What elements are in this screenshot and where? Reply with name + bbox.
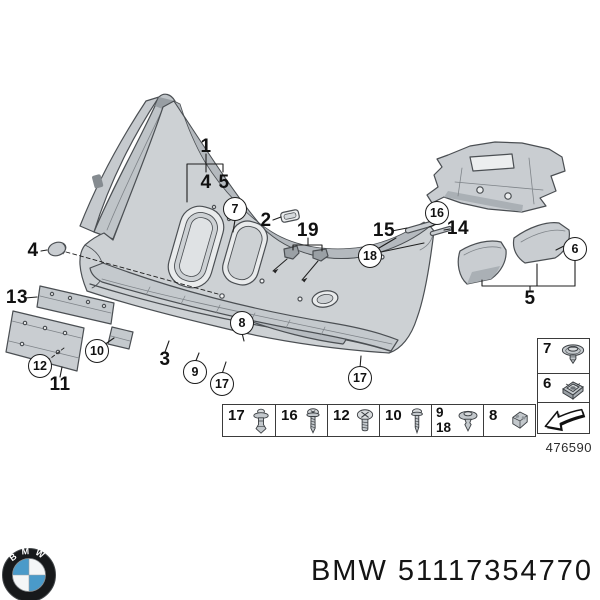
fastener-cell-12[interactable]: 12 [327, 405, 379, 436]
callout-8[interactable]: 8 [230, 311, 254, 335]
callout-18[interactable]: 18 [358, 244, 382, 268]
leader-lines [24, 153, 576, 378]
callout-13[interactable]: 13 [5, 287, 29, 308]
fastener-cell-8[interactable]: 8 [483, 405, 535, 436]
direction-arrow-cell[interactable] [537, 402, 590, 434]
lower-trim-strip [89, 262, 399, 352]
cage-nut-icon [562, 381, 584, 401]
expansion-rivet-icon [253, 408, 269, 434]
headlight-washer-cover [280, 209, 300, 223]
callout-10[interactable]: 10 [85, 339, 109, 363]
callout-15[interactable]: 15 [372, 220, 396, 241]
direction-arrow-icon [544, 408, 585, 432]
callout-4[interactable]: 4 [200, 172, 212, 193]
side-bracket-left [457, 240, 507, 285]
fastener-number: 16 [281, 407, 298, 424]
callout-12[interactable]: 12 [28, 354, 52, 378]
fastener-number: 17 [228, 407, 245, 424]
fastener-number: 6 [543, 374, 552, 392]
callout-17[interactable]: 17 [210, 372, 234, 396]
long-screw-icon [306, 407, 320, 434]
callout-6[interactable]: 6 [563, 237, 587, 261]
callout-9[interactable]: 9 [183, 360, 207, 384]
callout-14[interactable]: 14 [446, 218, 470, 239]
mounting-strips [404, 220, 453, 237]
callout-1[interactable]: 1 [200, 136, 212, 157]
fastener-legend-row: 17 16 12 [222, 404, 536, 437]
fastener-cell-10[interactable]: 10 [379, 405, 431, 436]
pan-head-screw-icon [356, 408, 374, 431]
callout-16[interactable]: 16 [425, 201, 449, 225]
fastener-number: 8 [489, 407, 498, 424]
part-number-text: 51117354770 [397, 555, 593, 587]
fastener-cell-17[interactable]: 17 [223, 405, 275, 436]
callout-19[interactable]: 19 [296, 220, 320, 241]
license-plate-brackets [5, 285, 134, 372]
bumper-exploded-drawing [5, 93, 576, 378]
fastener-number: 9 18 [436, 405, 452, 435]
clip-icon [512, 410, 528, 429]
kidney-grille-openings [167, 205, 268, 289]
callout-4[interactable]: 4 [27, 240, 39, 261]
callout-2[interactable]: 2 [260, 210, 272, 231]
tapping-screw-icon [411, 407, 423, 434]
brand-text: BMW [310, 555, 388, 587]
callout-5[interactable]: 5 [218, 172, 230, 193]
fastener-cell-9-18[interactable]: 9 18 [431, 405, 483, 436]
fastener-cell-6[interactable]: 6 [537, 372, 590, 404]
callout-17[interactable]: 17 [348, 366, 372, 390]
fastener-cell-16[interactable]: 16 [275, 405, 327, 436]
tow-hook-cover [47, 241, 67, 257]
fastener-side-column: 7 6 [537, 338, 590, 434]
callout-5[interactable]: 5 [524, 288, 536, 309]
push-rivet-icon [458, 410, 478, 432]
carrier-reinforcement [426, 141, 566, 213]
fastener-number: 10 [385, 407, 402, 424]
callout-3[interactable]: 3 [159, 349, 171, 370]
callout-11[interactable]: 11 [49, 374, 71, 395]
drawing-number: 476590 [545, 440, 592, 455]
fastener-cell-7[interactable]: 7 [537, 338, 590, 374]
bmw-logo: BMW [2, 548, 56, 600]
fastener-number: 12 [333, 407, 350, 424]
sensor-holders [272, 245, 329, 283]
part-number-title: BMW 51117354770 [311, 556, 593, 586]
fastener-number: 7 [543, 340, 552, 357]
callout-7[interactable]: 7 [223, 197, 247, 221]
flat-rivet-icon [561, 344, 585, 365]
